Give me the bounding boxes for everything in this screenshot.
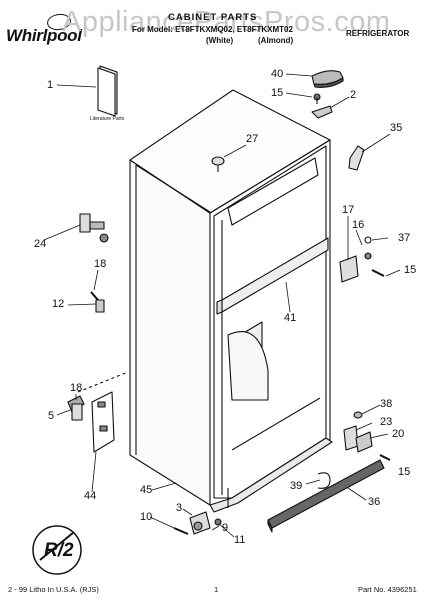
callout-18: 18 (94, 258, 107, 270)
callout-16: 16 (352, 219, 365, 231)
callout-41: 41 (284, 312, 297, 324)
part-44-bracket (91, 391, 115, 453)
model-line: For Model: ET8FTKXMQ02, ET8FTKXMT02 (132, 25, 293, 34)
callout-15: 15 (271, 87, 284, 99)
callout-9: 9 (222, 522, 229, 534)
callout-18-lower: 18 (70, 382, 83, 394)
callout-20: 20 (392, 428, 405, 440)
callout-1: 1 (47, 79, 54, 91)
callout-17: 17 (342, 204, 355, 216)
callout-10: 10 (140, 511, 153, 523)
callout-40: 40 (271, 68, 284, 80)
color-white: (White) (206, 36, 234, 45)
diagram-title: CABINET PARTS (168, 12, 258, 23)
callout-3: 3 (176, 502, 183, 514)
color-almond: (Almond) (258, 36, 294, 45)
cabinet-body (129, 89, 333, 513)
callout-12: 12 (52, 298, 65, 310)
watermark: AppliancePartsPros.com (62, 6, 391, 38)
callout-15-lower: 15 (398, 466, 411, 478)
callout-39: 39 (290, 480, 303, 492)
part-39-clip (317, 472, 331, 489)
part-24-icon (79, 213, 109, 243)
r2-logo-text: R/2 (44, 540, 74, 561)
callout-37: 37 (398, 232, 411, 244)
screw-icon-2 (379, 454, 391, 461)
part-12-icon (95, 299, 105, 313)
callout-36: 36 (368, 496, 381, 508)
part-35-icon (348, 145, 365, 171)
footer-part-number: Part No. 4396251 (358, 585, 417, 594)
callout-44: 44 (84, 490, 97, 502)
r2-logo (32, 525, 82, 575)
callout-45: 45 (140, 484, 153, 496)
callout-23: 23 (380, 416, 393, 428)
callout-2: 2 (350, 89, 357, 101)
plug-icon (211, 156, 225, 166)
part-38-icon (353, 411, 363, 419)
part-5-hinge (67, 395, 85, 421)
part-3-roller-bracket (189, 511, 211, 535)
callout-24: 24 (34, 238, 47, 250)
part-40-cap (311, 70, 344, 88)
category-label: REFRIGERATOR (346, 29, 410, 38)
callout-15-right: 15 (404, 264, 417, 276)
part-36-base-grille (267, 459, 385, 533)
callout-11: 11 (234, 534, 246, 546)
screw-icon-3 (173, 527, 189, 535)
brand-logo: Whirlpool (6, 26, 82, 45)
leader-lines (43, 73, 401, 538)
footer-litho: 2 - 99 Litho In U.S.A. (RJS) (8, 585, 99, 594)
top-hinge-icon (311, 105, 333, 119)
literature-parts-booklet (97, 65, 118, 117)
part-18-icon (90, 291, 99, 301)
callout-27: 27 (246, 133, 259, 145)
callout-35: 35 (390, 122, 403, 134)
callout-5: 5 (48, 410, 55, 422)
part-20-icon (355, 431, 373, 453)
footer-page-number: 1 (214, 585, 219, 594)
right-hinge-set (339, 236, 385, 283)
callout-38: 38 (380, 398, 393, 410)
literature-parts-label: Literature Parts (90, 116, 125, 122)
nut-icon (214, 518, 222, 526)
